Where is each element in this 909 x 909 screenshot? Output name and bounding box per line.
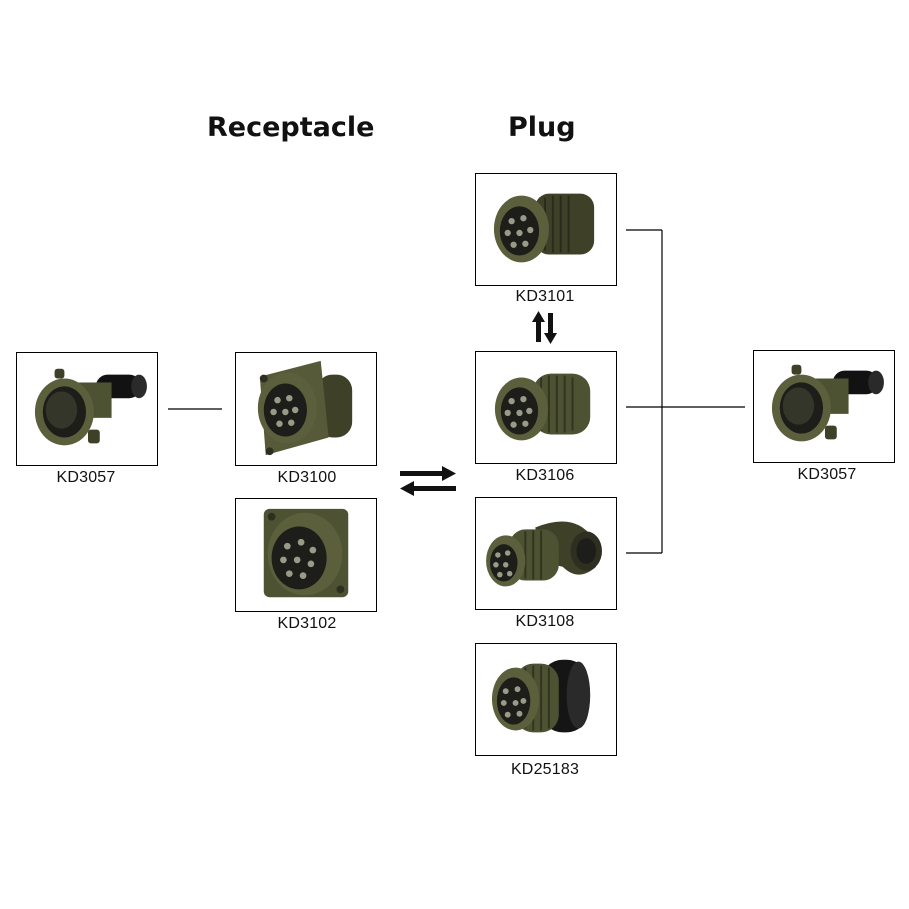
- kd3101-image: [475, 173, 617, 286]
- updown-arrows-icon: [532, 311, 557, 344]
- kd3108-image: [475, 497, 617, 610]
- kd25183-image: [475, 643, 617, 756]
- kd3057-right-image: [753, 350, 895, 463]
- exchange-arrows-icon: [400, 466, 456, 496]
- kd25183-label: KD25183: [510, 761, 580, 778]
- kd3101-label: KD3101: [515, 288, 575, 305]
- kd3057-left-label: KD3057: [56, 469, 116, 486]
- kd3102-label: KD3102: [277, 615, 337, 632]
- kd3057-right-label: KD3057: [797, 466, 857, 483]
- receptacle-heading: Receptacle: [207, 112, 375, 143]
- kd3057-left-image: [16, 352, 158, 466]
- kd3106-image: [475, 351, 617, 464]
- kd3106-label: KD3106: [515, 467, 575, 484]
- kd3100-label: KD3100: [277, 469, 337, 486]
- kd3102-image: [235, 498, 377, 612]
- kd3108-label: KD3108: [515, 613, 575, 630]
- kd3100-image: [235, 352, 377, 466]
- plug-heading: Plug: [508, 112, 576, 143]
